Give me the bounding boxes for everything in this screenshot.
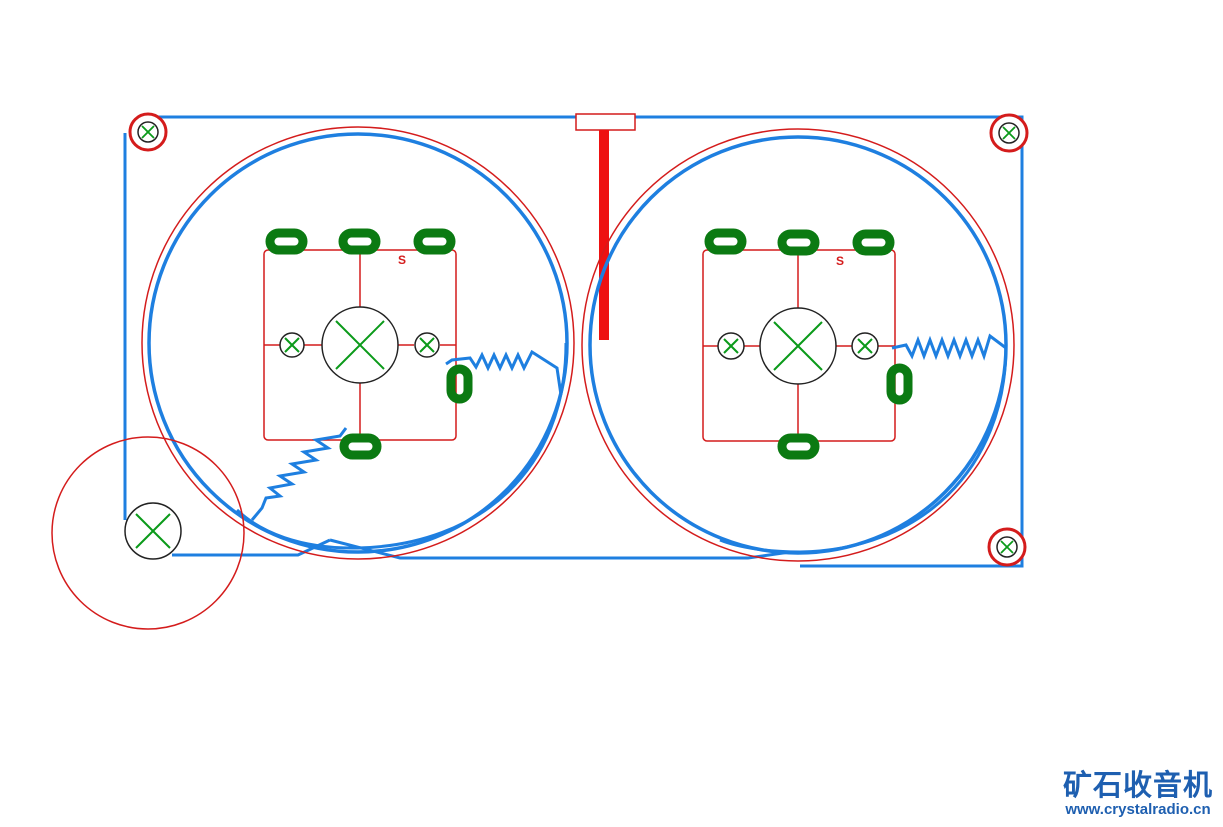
coil-left-pad-bottom-icon (339, 433, 382, 460)
watermark-title: 矿石收音机 (1062, 768, 1213, 802)
coil-left-pad-label: S (398, 253, 406, 267)
coil-right-outer-ring (581, 128, 1015, 562)
coil-left-pad-top-1-icon (265, 228, 308, 255)
coil-left-spring-east-icon (445, 349, 563, 396)
coil-left-outer-ring (141, 126, 575, 560)
coil-left-screw-west-icon (279, 332, 305, 358)
coil-left-winding-tail (235, 342, 568, 550)
coil-left-pad-top-2-icon (338, 228, 381, 255)
coil-right-pad-bottom-icon (777, 433, 820, 460)
coil-right-screw-east-icon (851, 332, 879, 360)
coil-right-pad-top-2-icon (777, 229, 820, 256)
coil-right-center-switch-icon (759, 307, 837, 385)
corner-screw-bottom-right-icon (987, 527, 1027, 567)
coil-right-winding-tail (719, 344, 1008, 554)
coil-left-pad-side-icon (446, 364, 473, 404)
coil-right-pad-side-icon (886, 363, 913, 405)
coil-left-screw-east-icon (414, 332, 440, 358)
mount-bottom-left-ring (51, 436, 245, 630)
mount-bottom-left (51, 436, 245, 630)
watermark-url: www.crystalradio.cn (1065, 801, 1211, 818)
coil-left-center-switch-icon (321, 306, 399, 384)
coil-right-spring-east-icon (891, 333, 1007, 361)
coil-left-pad-top-3-icon (413, 228, 456, 255)
corner-screw-top-right-icon (989, 113, 1029, 153)
coil-right-pad-top-3-icon (852, 229, 895, 256)
coil-left: S (141, 126, 575, 560)
slider (575, 113, 636, 340)
mount-bottom-left-screw-icon (124, 502, 182, 560)
watermark: 矿石收音机 www.crystalradio.cn (1063, 769, 1213, 819)
slider-bar (599, 130, 609, 340)
slider-cap (575, 113, 636, 131)
coil-right-pad-label: S (836, 254, 844, 268)
coil-right-pad-top-1-icon (704, 228, 747, 255)
coil-left-spring-southwest-icon (250, 427, 348, 521)
coil-right-screw-west-icon (717, 332, 745, 360)
corner-screw-top-left-icon (128, 112, 168, 152)
coil-right: S (581, 128, 1015, 562)
